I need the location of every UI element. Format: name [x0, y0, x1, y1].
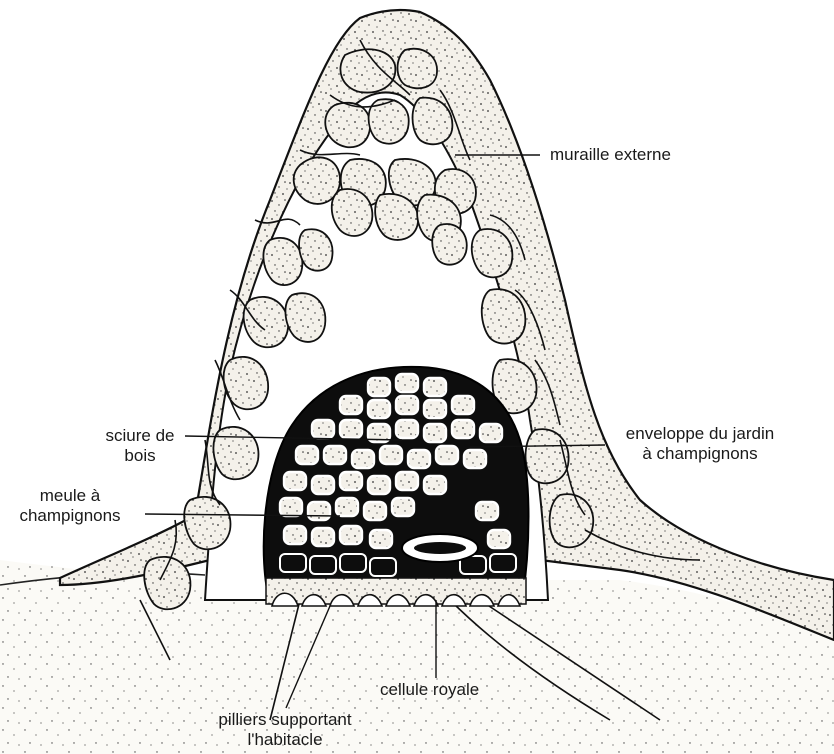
label-meule-line1: meule à: [0, 486, 140, 506]
label-pilliers-line1: pilliers supportant: [185, 710, 385, 730]
label-pilliers-line2: l'habitacle: [185, 730, 385, 750]
label-sciure-de-bois: sciure de bois: [95, 426, 185, 466]
label-enveloppe-du-jardin: enveloppe du jardin à champignons: [610, 424, 790, 464]
label-pilliers-supportant: pilliers supportant l'habitacle: [185, 710, 385, 750]
label-enveloppe-line1: enveloppe du jardin: [610, 424, 790, 444]
label-meule-line2: champignons: [0, 506, 140, 526]
label-muraille-externe: muraille externe: [550, 145, 671, 165]
label-sciure-line1: sciure de: [95, 426, 185, 446]
label-cellule-royale: cellule royale: [380, 680, 479, 700]
label-meule-a-champignons: meule à champignons: [0, 486, 140, 526]
label-sciure-line2: bois: [95, 446, 185, 466]
pillars: [272, 593, 520, 606]
label-enveloppe-line2: à champignons: [610, 444, 790, 464]
